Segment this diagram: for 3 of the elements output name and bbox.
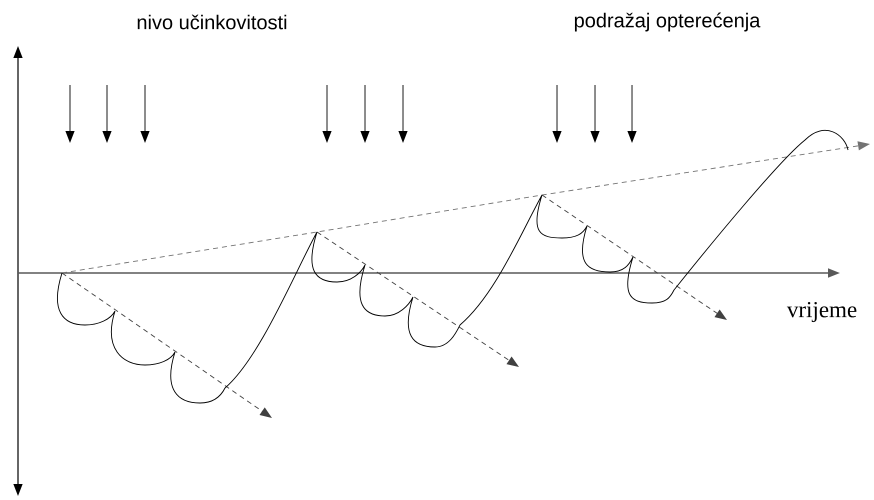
- axis-label: podražaj opterećenja: [574, 12, 760, 32]
- axis-label: nivo učinkovitosti: [138, 14, 286, 30]
- axis-label: vrijeme: [786, 302, 856, 322]
